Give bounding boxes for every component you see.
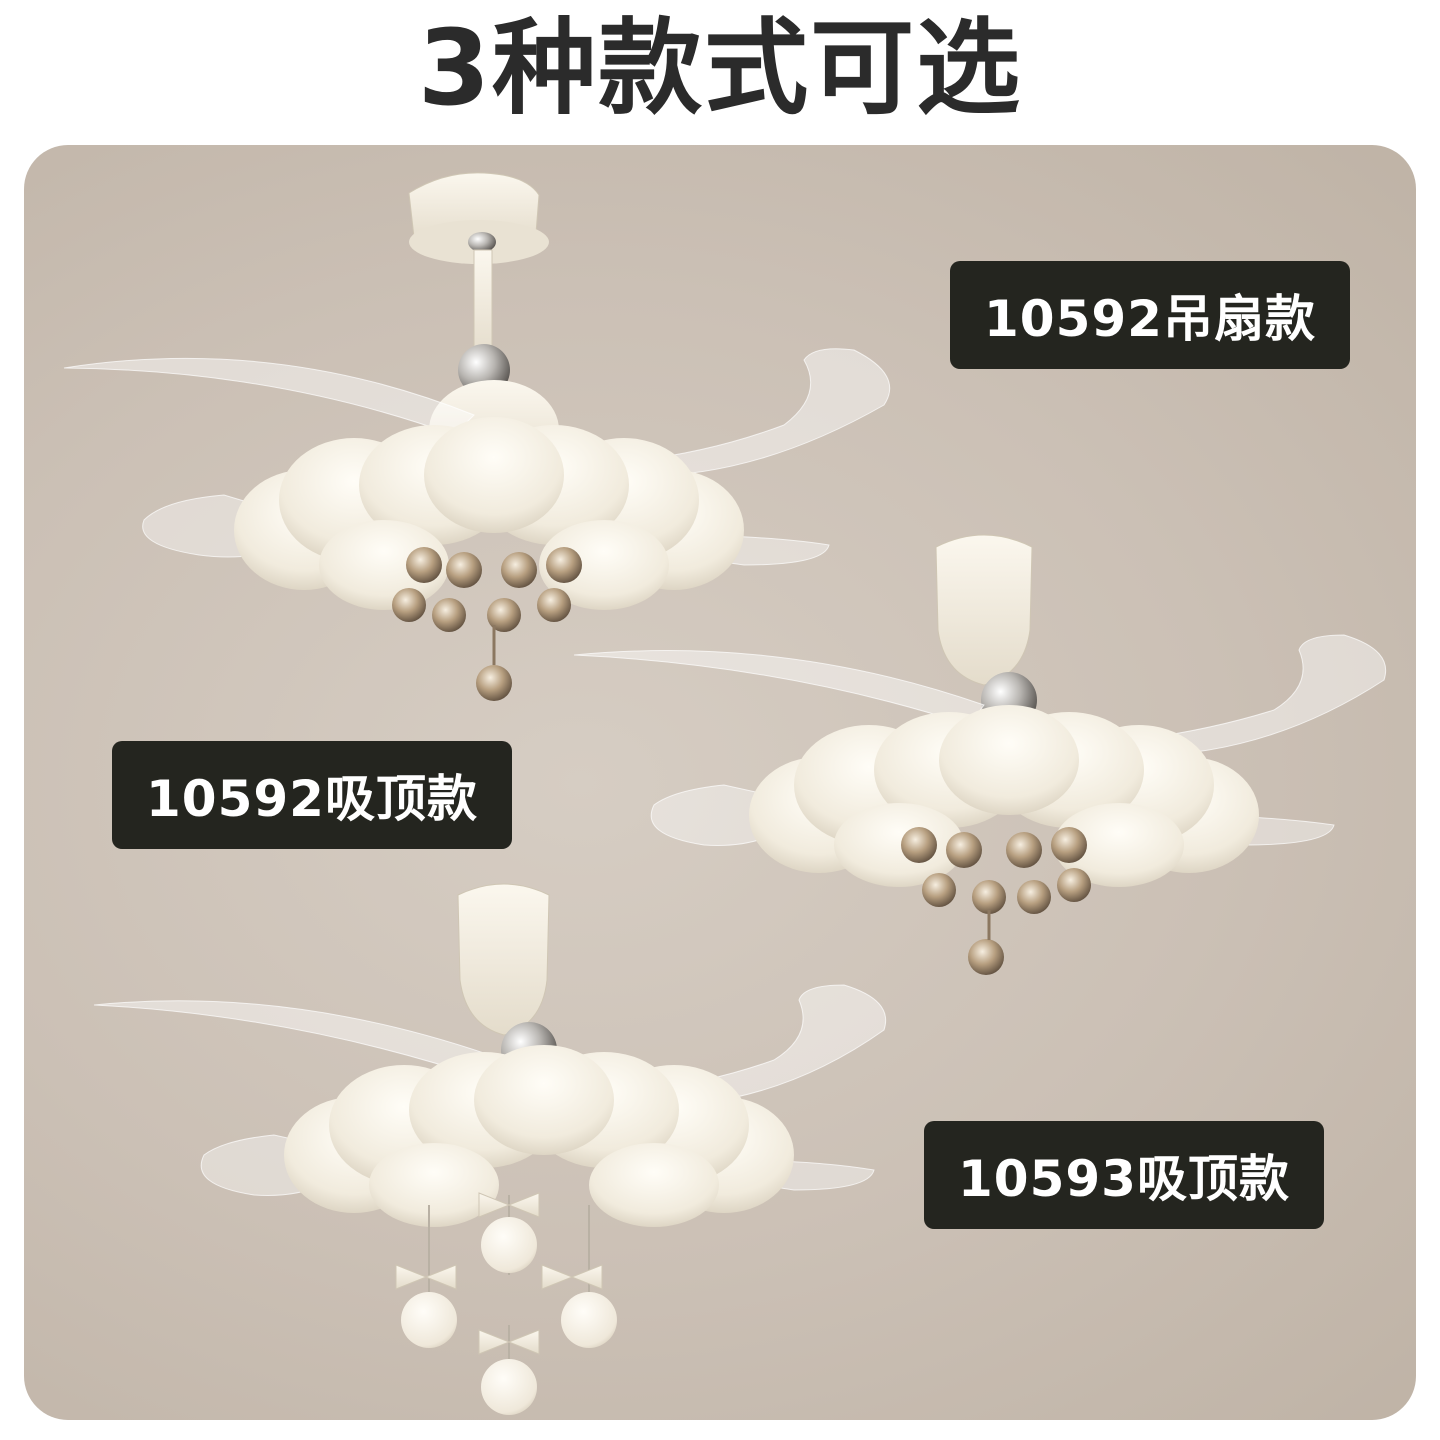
- product-label-10592-ceiling: 10592吸顶款: [112, 741, 512, 849]
- fan-ceiling-10592: [573, 534, 1386, 975]
- product-showcase-panel: 10592吊扇款 10592吸顶款 10593吸顶款: [24, 145, 1416, 1420]
- page-title: 3种款式可选: [417, 7, 1023, 129]
- fan-illustrations: [63, 172, 1386, 1415]
- product-label-10592-pendant: 10592吊扇款: [950, 261, 1350, 369]
- fan-pendant-10592: [63, 172, 891, 701]
- product-label-10593-ceiling: 10593吸顶款: [924, 1121, 1324, 1229]
- fan-ceiling-10593: [93, 883, 886, 1415]
